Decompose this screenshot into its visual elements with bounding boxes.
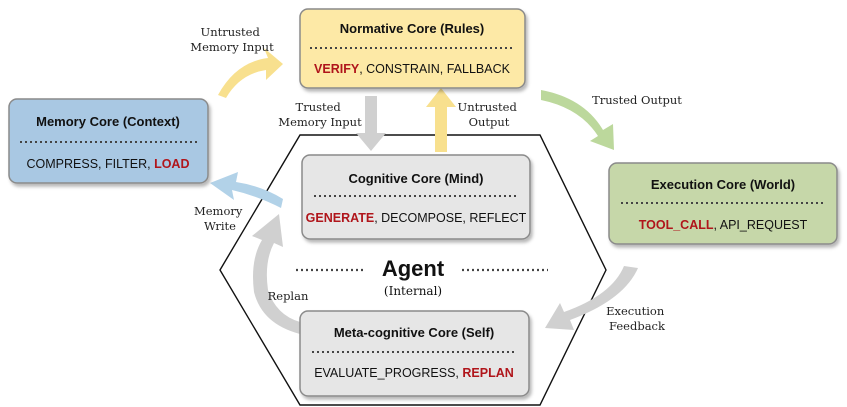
untrusted-memory-input-arrow bbox=[218, 48, 283, 98]
memory-core-title: Memory Core (Context) bbox=[36, 114, 180, 129]
normative-core-box bbox=[299, 8, 526, 89]
meta-cognitive-core-title: Meta-cognitive Core (Self) bbox=[334, 325, 494, 340]
memory-core-box bbox=[8, 98, 209, 184]
replan-arrow bbox=[252, 214, 300, 334]
meta-cognitive-core-box bbox=[299, 310, 530, 397]
untrusted-output-arrow bbox=[426, 88, 456, 152]
memory-core-ops: COMPRESS, FILTER, LOAD bbox=[27, 157, 190, 171]
agent-subtitle: (Internal) bbox=[384, 284, 442, 298]
agent-title: Agent bbox=[382, 256, 445, 281]
trusted-output-arrow bbox=[541, 90, 614, 150]
execution-core-title: Execution Core (World) bbox=[651, 177, 795, 192]
trusted-output-label: Trusted Output bbox=[592, 93, 682, 107]
untrusted-output-label: Untrusted Output bbox=[458, 100, 521, 129]
trusted-memory-input-arrow bbox=[356, 96, 386, 151]
normative-core-title: Normative Core (Rules) bbox=[340, 21, 484, 36]
execution-feedback-arrow bbox=[545, 266, 638, 330]
replan-label: Replan bbox=[268, 289, 309, 303]
memory-write-arrow bbox=[210, 172, 283, 208]
cognitive-core-title: Cognitive Core (Mind) bbox=[348, 171, 483, 186]
untrusted-memory-input-label: Untrusted Memory Input bbox=[190, 25, 274, 54]
trusted-memory-input-label: Trusted Memory Input bbox=[278, 100, 362, 129]
memory-write-label: Memory Write bbox=[194, 204, 246, 233]
meta-cognitive-core-ops: EVALUATE_PROGRESS, REPLAN bbox=[314, 366, 514, 380]
normative-core-ops: VERIFY, CONSTRAIN, FALLBACK bbox=[314, 62, 511, 76]
execution-feedback-label: Execution Feedback bbox=[606, 304, 668, 333]
cognitive-core-ops: GENERATE, DECOMPOSE, REFLECT bbox=[306, 211, 527, 225]
execution-core-ops: TOOL_CALL, API_REQUEST bbox=[639, 218, 808, 232]
